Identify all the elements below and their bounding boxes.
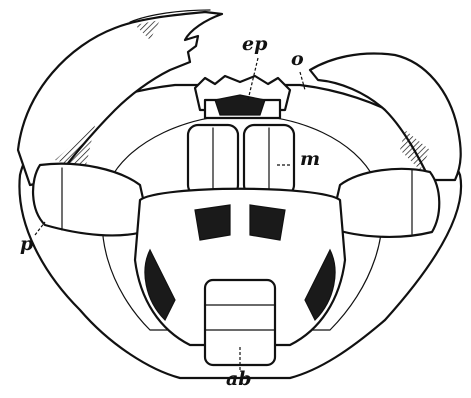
- label-ep: ep: [242, 35, 267, 54]
- label-m: m: [300, 150, 320, 169]
- right-cheliped: [310, 53, 461, 180]
- label-p: p: [20, 235, 33, 254]
- label-ab: ab: [226, 370, 252, 389]
- label-o: o: [291, 50, 304, 69]
- left-leg: [33, 164, 150, 236]
- right-leg: [330, 169, 439, 237]
